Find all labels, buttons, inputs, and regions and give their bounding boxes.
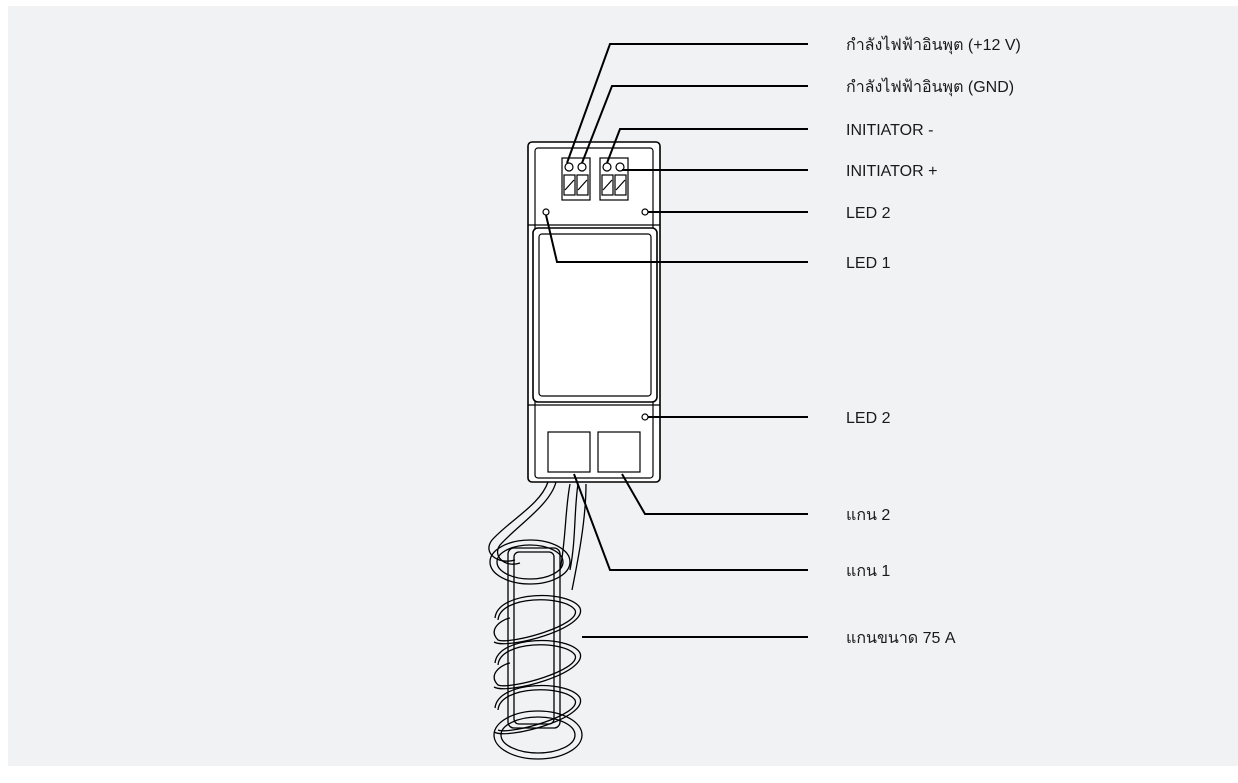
labels: กำลังไฟฟ้าอินพุต (+12 V) กำลังไฟฟ้าอินพุ…	[846, 35, 1021, 647]
label-core1: แกน 1	[846, 563, 890, 580]
label-core2: แกน 2	[846, 507, 890, 524]
label-led2-bottom: LED 2	[846, 410, 891, 427]
terminal-block-initiator	[599, 157, 629, 201]
core2-socket	[597, 431, 641, 473]
device-body	[527, 141, 661, 483]
label-core-75a: แกนขนาด 75 A	[846, 630, 956, 647]
current-transformer-coil	[488, 481, 587, 760]
leader-lines	[545, 43, 808, 638]
terminal-block-power	[561, 157, 591, 201]
label-initiator-plus: INITIATOR +	[846, 163, 937, 180]
label-power-12v: กำลังไฟฟ้าอินพุต (+12 V)	[846, 35, 1021, 55]
core1-socket	[547, 431, 591, 473]
label-led2-top: LED 2	[846, 205, 891, 222]
label-led1: LED 1	[846, 255, 891, 272]
label-power-gnd: กำลังไฟฟ้าอินพุต (GND)	[846, 77, 1014, 97]
label-initiator-minus: INITIATOR -	[846, 122, 933, 139]
